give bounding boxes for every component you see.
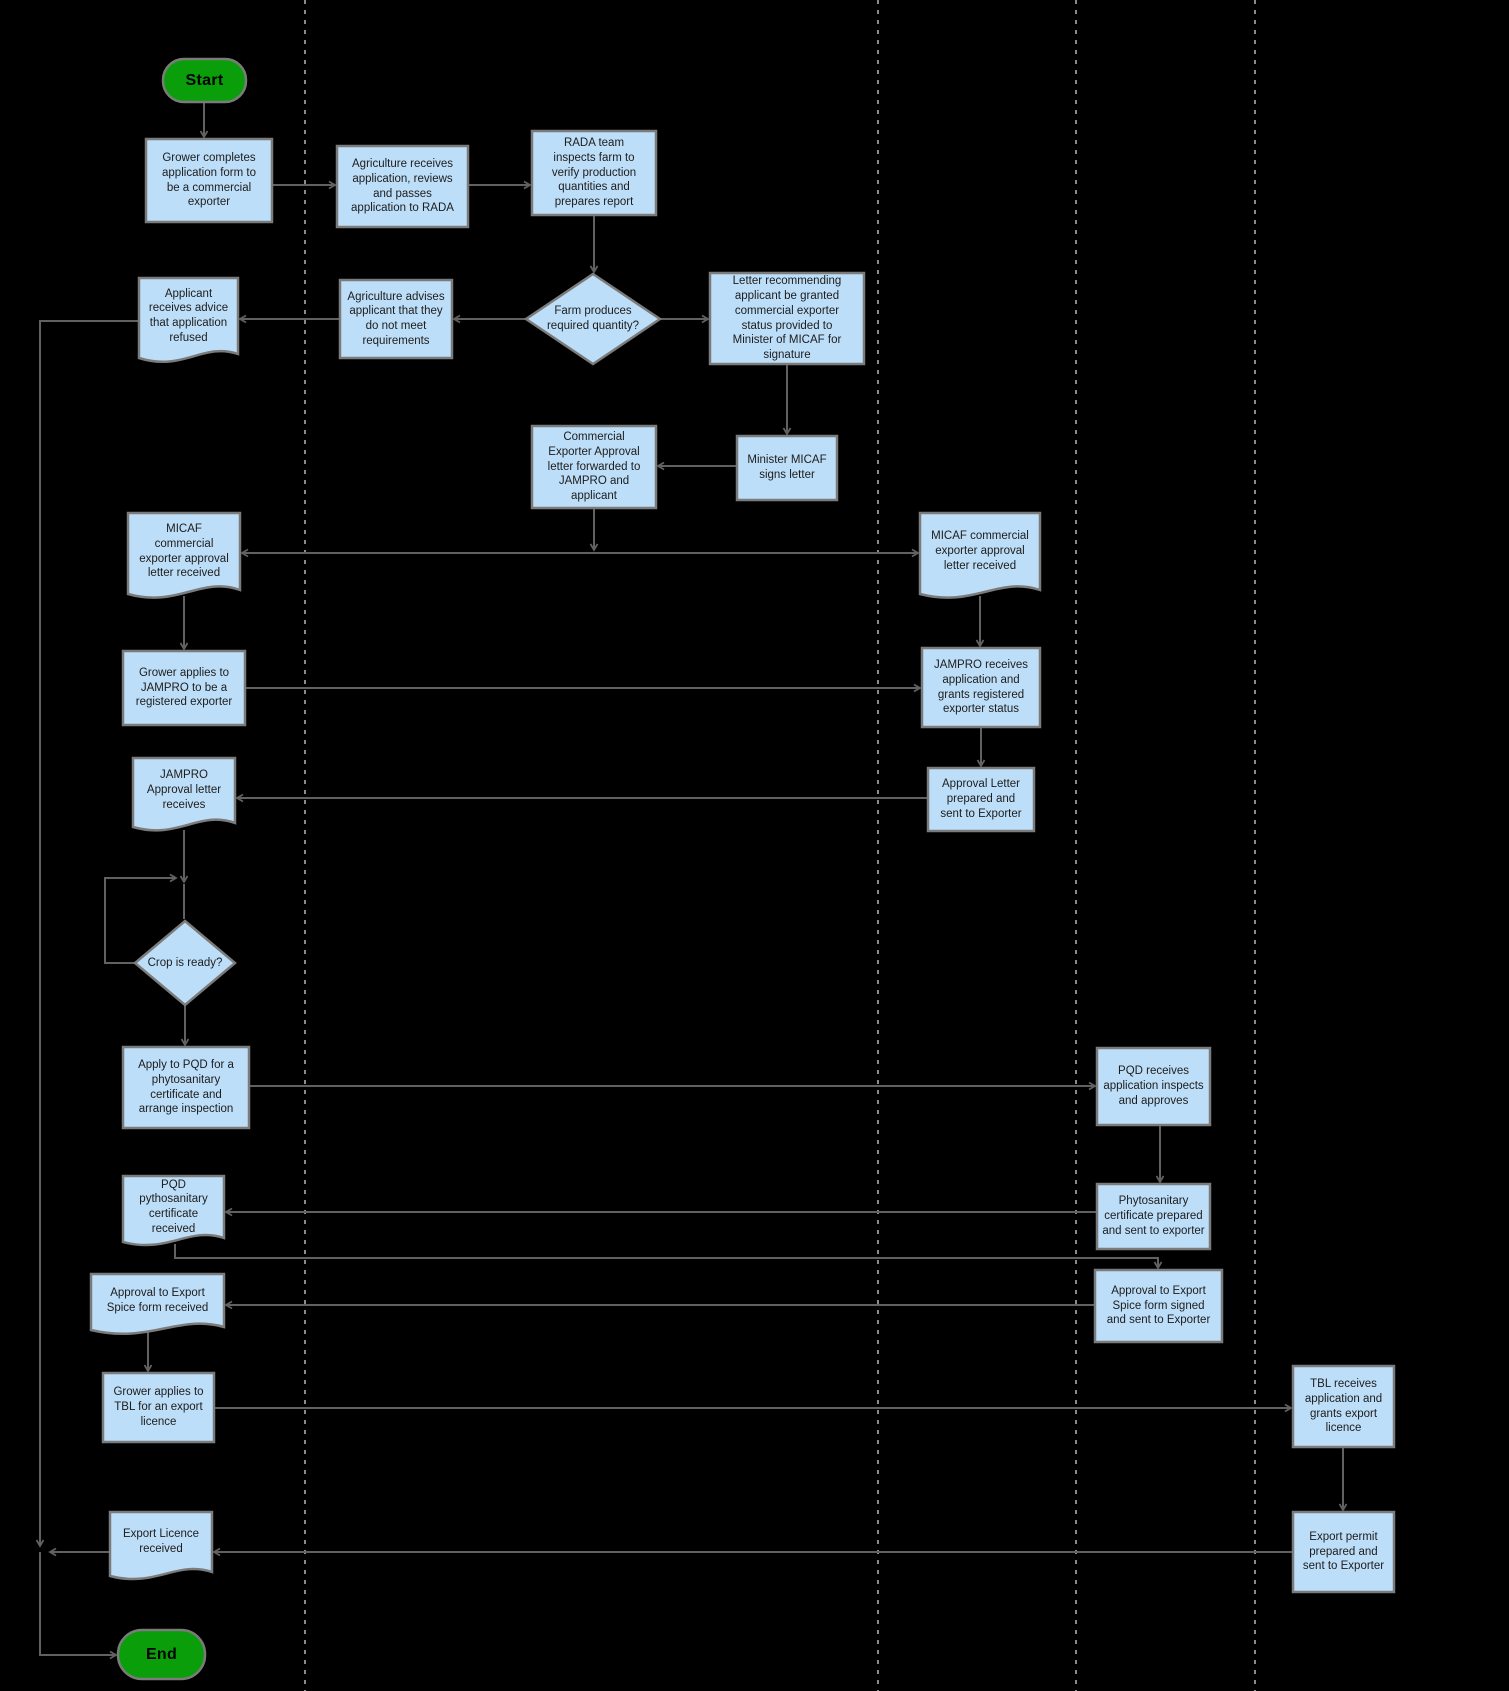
connector-doc4-c3 [174,1244,1163,1270]
node-b1-shape [735,434,839,502]
connector-rail-end [39,1552,118,1660]
node-a2-shape [530,129,658,217]
node-b4-shape [926,766,1036,833]
node-doc2l-shape [126,511,242,599]
node-doc3-shape [131,756,237,832]
node-doc6-shape [108,1510,214,1581]
node-t1-shape [1291,1364,1396,1449]
node-p3-shape [121,1045,251,1130]
node-end-shape [116,1628,207,1681]
node-t2-shape [1291,1510,1396,1594]
node-c2-shape [1095,1182,1212,1251]
connectors [35,102,1348,1660]
node-d1-shape [523,272,663,366]
node-p1-shape [144,137,274,224]
node-c1-shape [1095,1046,1212,1127]
node-doc5-shape [89,1272,226,1335]
node-a4-shape [708,271,866,366]
node-doc2r-shape [918,511,1042,599]
node-d2-shape [133,919,237,1007]
connector-d2-loop [104,873,178,964]
node-doc1-shape [137,276,240,364]
node-b3-shape [920,646,1042,729]
node-a3-shape [338,278,454,360]
lane-dividers [304,0,1256,1691]
node-start-shape [161,57,248,104]
node-doc4-shape [121,1174,226,1247]
node-p4-shape [101,1371,216,1444]
node-b2-shape [530,424,658,510]
connector-doc1-rail [35,320,139,1548]
node-a1-shape [335,144,470,229]
node-c3-shape [1093,1268,1224,1344]
node-shapes [89,57,1396,1681]
node-p2-shape [121,649,247,727]
